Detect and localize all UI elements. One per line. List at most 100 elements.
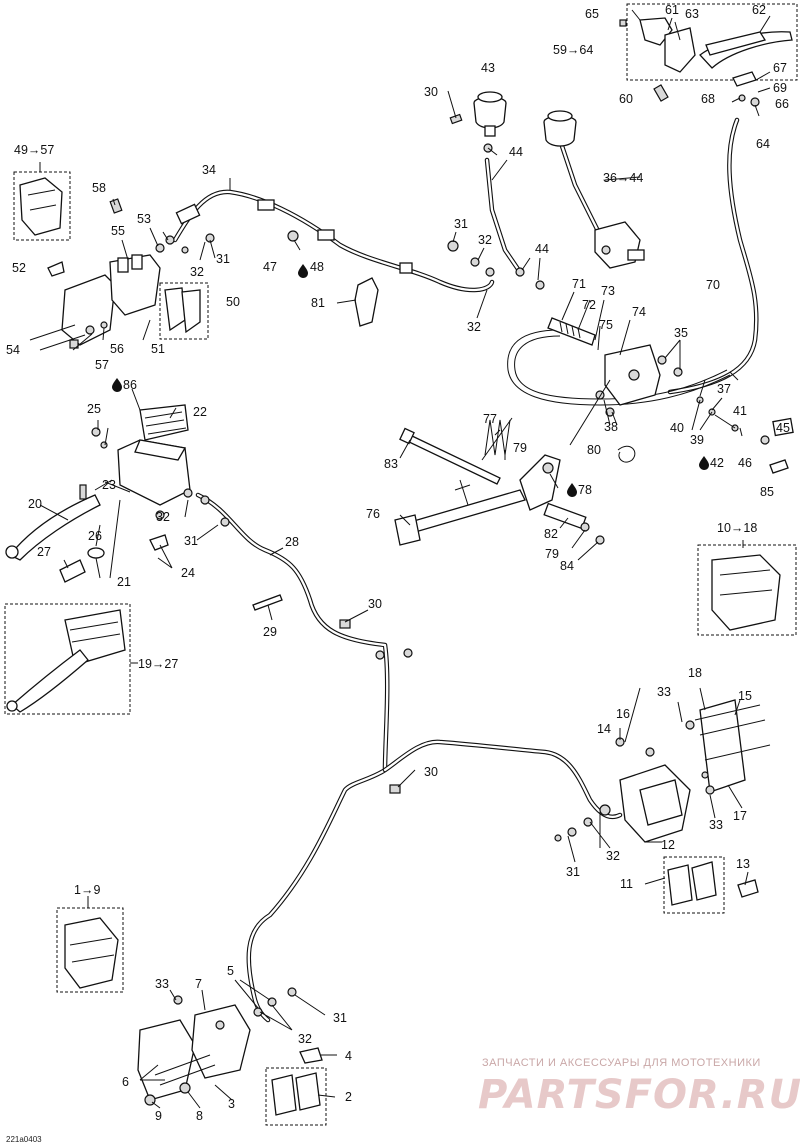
label-33-left: 33 — [155, 977, 169, 991]
label-7: 7 — [195, 977, 202, 991]
diagram-code: 221a0403 — [6, 1135, 42, 1144]
watermark: ЗАПЧАСТИ И АКСЕССУАРЫ ДЛЯ МОТОТЕХНИКИ PA… — [478, 1057, 800, 1118]
label-61: 61 — [665, 3, 679, 17]
label-72: 72 — [582, 298, 596, 312]
label-84: 84 — [560, 559, 574, 573]
label-6: 6 — [122, 1075, 129, 1089]
label-32-right: 32 — [606, 849, 620, 863]
label-73: 73 — [601, 284, 615, 298]
label-79-top: 79 — [513, 441, 527, 455]
label-42: 42 — [710, 456, 724, 470]
label-78: 78 — [578, 483, 592, 497]
label-54: 54 — [6, 343, 20, 357]
label-2: 2 — [345, 1090, 352, 1104]
label-52: 52 — [12, 261, 26, 275]
label-24: 24 — [181, 566, 195, 580]
label-26: 26 — [88, 529, 102, 543]
label-4: 4 — [345, 1049, 352, 1063]
label-64: 64 — [756, 137, 770, 151]
label-48: 48 — [310, 260, 324, 274]
label-31-right: 31 — [566, 865, 580, 879]
label-17: 17 — [733, 809, 747, 823]
label-83: 83 — [384, 457, 398, 471]
label-55: 55 — [111, 224, 125, 238]
label-3: 3 — [228, 1097, 235, 1111]
range-59-64-label: 59→64 — [553, 43, 593, 57]
label-74: 74 — [632, 305, 646, 319]
label-27: 27 — [37, 545, 51, 559]
label-32-mid2: 32 — [467, 320, 481, 334]
label-45: 45 — [776, 421, 790, 435]
brake-lines — [172, 117, 759, 1023]
watermark-tagline: ЗАПЧАСТИ И АКСЕССУАРЫ ДЛЯ МОТОТЕХНИКИ — [482, 1057, 761, 1069]
label-80: 80 — [587, 443, 601, 457]
range-49-57-label: 49→57 — [14, 143, 54, 157]
drop-icon — [699, 456, 709, 470]
label-29: 29 — [263, 625, 277, 639]
label-31-low: 31 — [333, 1011, 347, 1025]
label-38: 38 — [604, 420, 618, 434]
label-20: 20 — [28, 497, 42, 511]
label-11: 11 — [620, 877, 633, 891]
label-60: 60 — [619, 92, 633, 106]
label-13: 13 — [736, 857, 750, 871]
label-85: 85 — [760, 485, 774, 499]
label-31-mc: 31 — [184, 534, 198, 548]
label-31-left: 31 — [216, 252, 230, 266]
parts — [5, 17, 794, 1116]
label-35: 35 — [674, 326, 688, 340]
label-65: 65 — [585, 7, 599, 21]
label-41: 41 — [733, 404, 747, 418]
label-33-right2: 33 — [709, 818, 723, 832]
label-71: 71 — [572, 277, 586, 291]
watermark-logo: PARTSFOR.RU — [478, 1072, 800, 1118]
range-19-27-label: 19→27 — [138, 657, 178, 671]
drop-icon — [112, 378, 122, 392]
label-25: 25 — [87, 402, 101, 416]
label-46: 46 — [738, 456, 752, 470]
label-68: 68 — [701, 92, 715, 106]
label-32-mc: 32 — [156, 510, 170, 524]
label-37: 37 — [717, 382, 731, 396]
label-43: 43 — [481, 61, 495, 75]
label-50: 50 — [226, 295, 240, 309]
label-53: 53 — [137, 212, 151, 226]
label-18: 18 — [688, 666, 702, 680]
label-82: 82 — [544, 527, 558, 541]
leader-lines — [39, 9, 771, 1109]
label-81: 81 — [311, 296, 325, 310]
label-16: 16 — [616, 707, 630, 721]
range-36-44-label: 36→44 — [603, 171, 643, 185]
label-23: 23 — [102, 478, 116, 492]
label-15: 15 — [738, 689, 752, 703]
label-75: 75 — [599, 318, 613, 332]
label-30-mid: 30 — [368, 597, 382, 611]
label-5: 5 — [227, 964, 234, 978]
label-79-bottom: 79 — [545, 547, 559, 561]
label-70: 70 — [706, 278, 720, 292]
label-28: 28 — [285, 535, 299, 549]
label-58: 58 — [92, 181, 106, 195]
label-31-mid: 31 — [454, 217, 468, 231]
label-32-mid: 32 — [478, 233, 492, 247]
label-33-right: 33 — [657, 685, 671, 699]
label-47: 47 — [263, 260, 277, 274]
label-51: 51 — [151, 342, 165, 356]
label-8: 8 — [196, 1109, 203, 1123]
range-10-18-label: 10→18 — [717, 521, 757, 535]
drop-icon — [298, 264, 308, 278]
label-44-mid: 44 — [535, 242, 549, 256]
label-21: 21 — [117, 575, 131, 589]
label-40: 40 — [670, 421, 684, 435]
label-86: 86 — [123, 378, 137, 392]
label-34: 34 — [202, 163, 216, 177]
label-67: 67 — [773, 61, 787, 75]
inset-boxes — [4, 3, 798, 1126]
range-arrows — [39, 162, 744, 908]
label-14: 14 — [597, 722, 611, 736]
drop-icon — [567, 483, 577, 497]
label-30-top: 30 — [424, 85, 438, 99]
lubricant-drops — [112, 264, 709, 497]
